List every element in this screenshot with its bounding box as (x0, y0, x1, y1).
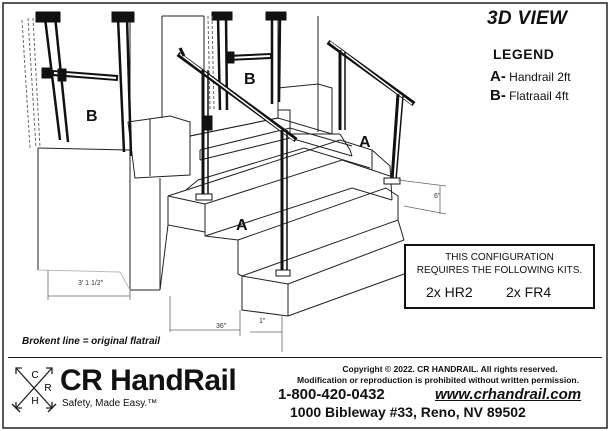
part-label-b-left: B (86, 108, 98, 125)
legend-title: LEGEND (493, 46, 555, 62)
left-porch-structure (37, 16, 191, 291)
handrail-left (176, 47, 298, 277)
flatrail-left (35, 11, 135, 157)
config-heading-line1: THIS CONFIGURATION (445, 252, 554, 263)
logo-letter-h: H (31, 396, 38, 407)
logo-letter-r: R (44, 383, 51, 394)
kit-item: 2x FR4 (506, 284, 552, 300)
part-label-a-right: A (359, 134, 371, 151)
legend-item-b: B- Flatraail 4ft (490, 87, 569, 104)
restriction-text: Modification or reproduction is prohibit… (297, 375, 579, 385)
config-heading-line2: REQUIRES THE FOLLOWING KITS. (416, 265, 583, 276)
original-flatrail-dashed (21, 17, 41, 149)
broken-line-note: Brokent line = original flatrail (22, 336, 161, 347)
dimension-width: 3' 1 1/2" (78, 280, 104, 287)
brand-name: CR HandRail (60, 364, 237, 397)
kit-config-box: THIS CONFIGURATION REQUIRES THE FOLLOWIN… (404, 244, 595, 309)
logo-letters: C R H (31, 370, 51, 407)
phone-number: 1-800-420-0432 (278, 386, 385, 403)
legend-item-a: A- Handrail 2ft (490, 68, 571, 85)
original-flatrail-dashed-mid (207, 15, 215, 111)
legend-letter: A- (490, 68, 506, 85)
dimension-overhang: 1" (259, 318, 266, 325)
logo-letter-c: C (31, 370, 38, 381)
stairs (159, 117, 405, 317)
dimension-depth: 36" (216, 323, 227, 330)
legend-letter: B- (490, 87, 506, 104)
dimension-rise: 6" (434, 193, 441, 200)
handrail-right (326, 39, 416, 185)
website-link[interactable]: www.crhandrail.com (435, 386, 582, 403)
legend-text: Handrail 2ft (509, 70, 571, 84)
address-text: 1000 Bibleway #33, Reno, NV 89502 (290, 404, 526, 420)
footer-divider (8, 357, 602, 358)
logo-mark (11, 367, 57, 413)
legend-text: Flatraail 4ft (509, 89, 569, 103)
kit-item: 2x HR2 (426, 284, 473, 300)
part-label-b-middle: B (244, 71, 256, 88)
flatrail-middle (211, 11, 287, 111)
part-label-a-front: A (236, 217, 248, 234)
brand-tagline: Safety, Made Easy.™ (62, 398, 158, 409)
copyright-text: Copyright © 2022. CR HANDRAIL. All right… (342, 364, 558, 374)
view-title: 3D VIEW (487, 8, 568, 29)
dimension-lines (47, 179, 447, 352)
